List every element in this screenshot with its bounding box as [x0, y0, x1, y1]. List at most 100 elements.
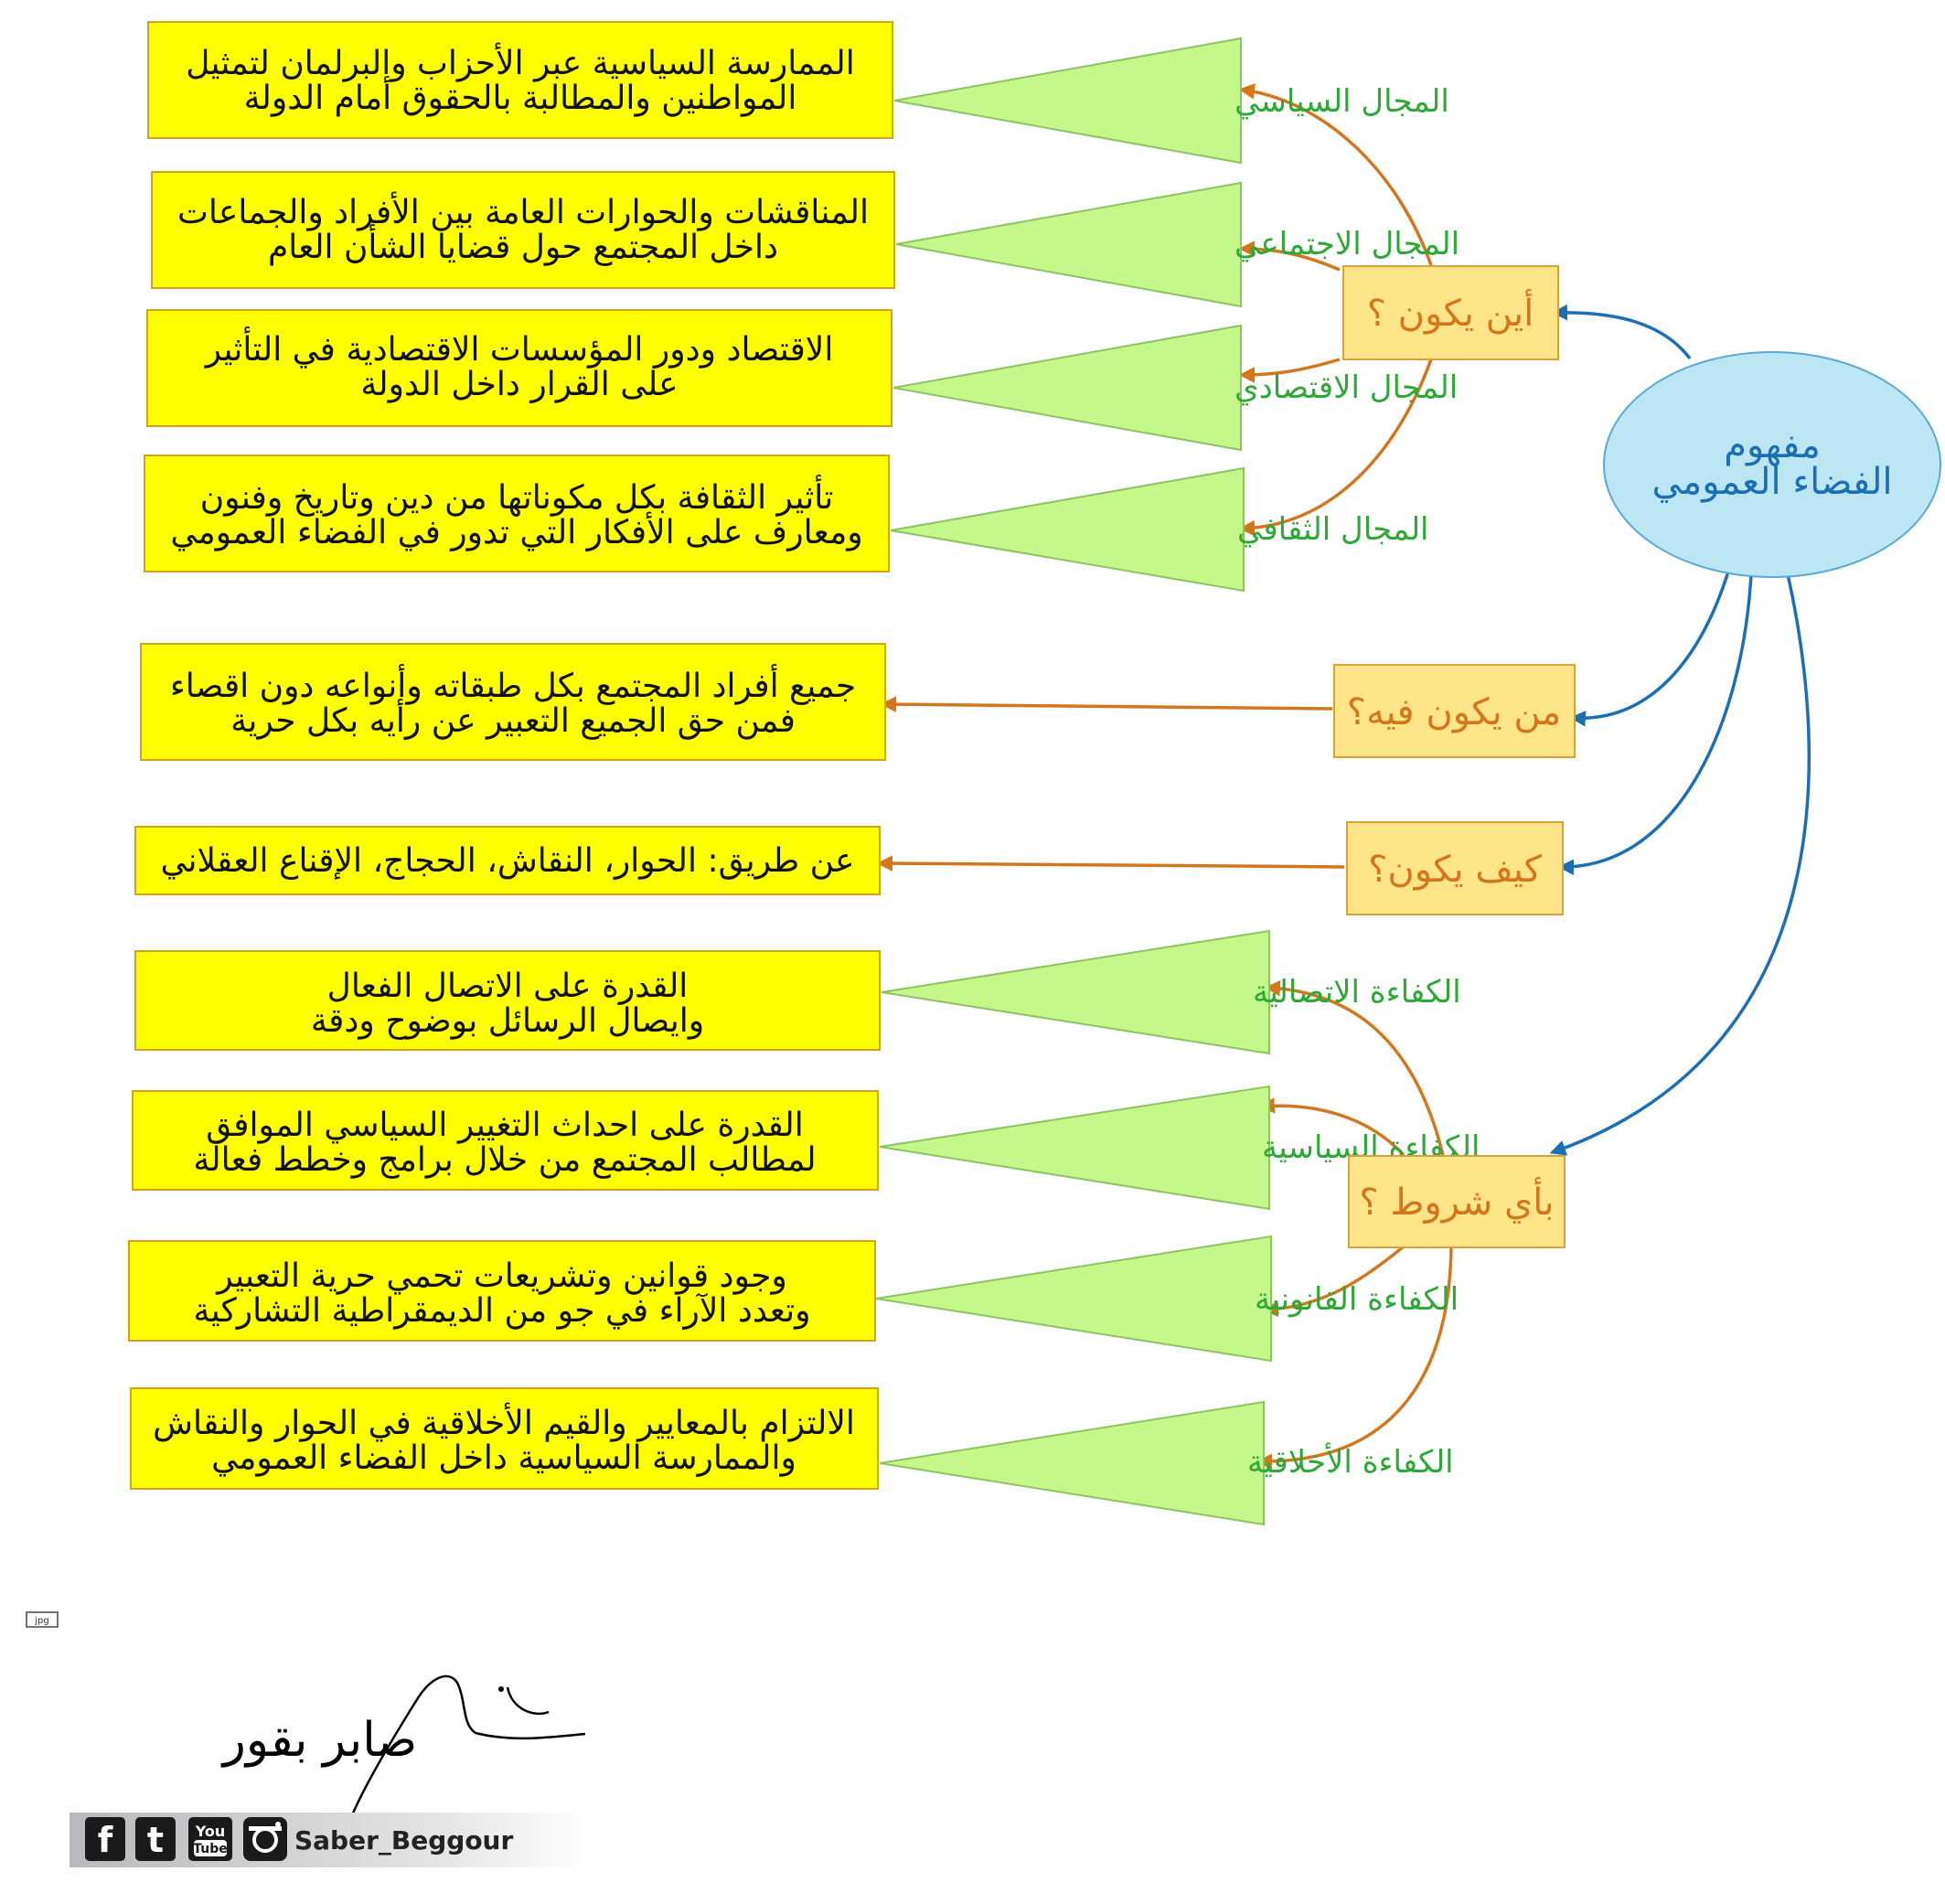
- arrow-where-to-social: [1238, 241, 1341, 272]
- domain-label: المجال الثقافي: [1237, 511, 1429, 548]
- center-concept: مفهوم الفضاء العمومي: [1603, 351, 1941, 578]
- domain-label: المجال الاجتماعي: [1234, 226, 1459, 262]
- youtube-icon[interactable]: You Tube: [188, 1817, 232, 1861]
- arrow-conditions-to-ethical: [1256, 1246, 1453, 1470]
- domain-cultural: تأثير الثقافة بكل مكوناتها من دين وتاريخ…: [144, 455, 1429, 593]
- domain-triangle: [893, 37, 1242, 165]
- domain-triangle: [892, 324, 1242, 452]
- svg-text:f: f: [98, 1820, 113, 1860]
- connectors: [876, 83, 1811, 1470]
- competency-label: الكفاءة الاتصالية: [1253, 974, 1461, 1011]
- arrow-center-to-how: [1557, 573, 1753, 875]
- competency-triangle: [879, 1085, 1270, 1211]
- domain-political: الممارسة السياسية عبر الأحزاب والبرلمان …: [147, 21, 1449, 165]
- question-how: كيف يكون؟: [1346, 821, 1564, 915]
- domain-economic: الاقتصاد ودور المؤسسات الاقتصادية في الت…: [146, 309, 1458, 452]
- arrow-where-to-cultural: [1238, 358, 1433, 537]
- arrow-where-to-political: [1238, 83, 1433, 266]
- description-line-1: وجود قوانين وتشريعات تحمي حرية التعبير: [215, 1257, 787, 1295]
- competency-triangle: [879, 1400, 1265, 1526]
- competency-triangle: [881, 929, 1270, 1055]
- description-line-2: المواطنين والمطالبة بالحقوق أمام الدولة: [244, 76, 797, 117]
- domain-social: المناقشات والحوارات العامة بين الأفراد و…: [151, 171, 1459, 308]
- description-line-2: والممارسة السياسية داخل الفضاء العمومي: [211, 1439, 796, 1477]
- question-box: [1333, 664, 1576, 758]
- competency-label: الكفاءة الأخلاقية: [1247, 1442, 1454, 1481]
- arrow-conditions-to-political: [1258, 1097, 1405, 1157]
- question-box: [1342, 265, 1559, 360]
- description-box: [151, 171, 895, 289]
- domain-label: المجال الاقتصادي: [1234, 369, 1458, 406]
- description-line-1: تأثير الثقافة بكل مكوناتها من دين وتاريخ…: [200, 475, 834, 517]
- question-label: كيف يكون؟: [1368, 849, 1543, 891]
- description-line-1: القدرة على الاتصال الفعال: [327, 968, 689, 1005]
- description-line-2: وايصال الرسائل بوضوح ودقة: [311, 1002, 704, 1040]
- social-handle: Saber_Beggour: [294, 1825, 513, 1856]
- competency-ethical: الالتزام بالمعايير والقيم الأخلاقية في ا…: [130, 1387, 1454, 1526]
- arrow-conditions-to-communication: [1264, 979, 1445, 1156]
- arrow-how-to-answer: [876, 855, 1345, 872]
- description-line-1: الاقتصاد ودور المؤسسات الاقتصادية في الت…: [204, 326, 834, 369]
- arrow-center-to-where: [1551, 304, 1692, 360]
- svg-text:You: You: [195, 1823, 226, 1840]
- question-conditions: بأي شروط ؟: [1348, 1155, 1566, 1248]
- competency-political: القدرة على احداث التغيير السياسي الموافق…: [132, 1085, 1480, 1211]
- description-line-2: لمطالب المجتمع من خلال برامج وخطط فعالة: [193, 1141, 816, 1179]
- instagram-icon[interactable]: [243, 1817, 287, 1861]
- social-bar: f t You Tube Saber_Beggour: [69, 1813, 591, 1867]
- description-line-2: فمن حق الجميع التعبير عن رأيه بكل حرية: [230, 699, 796, 740]
- description-line: عن طريق: الحوار، النقاش، الحجاج، الإقناع…: [160, 842, 854, 880]
- arrow-center-to-conditions: [1549, 573, 1811, 1156]
- question-label: بأي شروط ؟: [1359, 1177, 1554, 1224]
- center-ellipse: [1603, 351, 1941, 578]
- description-line-2: ومعارف على الأفكار التي تدور في الفضاء ا…: [170, 511, 862, 551]
- competency-communication: القدرة على الاتصال الفعال وايصال الرسائل…: [134, 929, 1461, 1055]
- signature-dot: [498, 1686, 504, 1692]
- center-line-1: مفهوم: [1724, 424, 1821, 466]
- question-where: أين يكون ؟: [1342, 265, 1559, 360]
- how-answer: عن طريق: الحوار، النقاش، الحجاج، الإقناع…: [134, 826, 881, 895]
- description-box: [134, 950, 881, 1051]
- svg-text:Tube: Tube: [193, 1842, 228, 1856]
- facebook-icon[interactable]: f: [85, 1817, 125, 1861]
- competency-triangle: [875, 1235, 1272, 1363]
- description-line-1: القدرة على احداث التغيير السياسي الموافق: [206, 1107, 803, 1144]
- description-box: [128, 1240, 876, 1342]
- signature-tail: [506, 1686, 550, 1716]
- question-box: [1348, 1155, 1566, 1248]
- domain-label: المجال السياسي: [1234, 83, 1449, 120]
- arrow-where-to-economic: [1238, 358, 1341, 383]
- description-line-1: جميع أفراد المجتمع بكل طبقاته وأنواعه دو…: [170, 664, 856, 705]
- jpg-badge: jpg: [26, 1611, 59, 1628]
- question-who: من يكون فيه؟: [1333, 664, 1576, 758]
- description-box: [146, 309, 892, 427]
- who-answer: جميع أفراد المجتمع بكل طبقاته وأنواعه دو…: [140, 643, 886, 761]
- jpg-badge-label: jpg: [34, 1616, 48, 1626]
- question-label: أين يكون ؟: [1367, 289, 1534, 335]
- competency-label: الكفاءة القانونية: [1255, 1281, 1459, 1318]
- tumblr-icon[interactable]: t: [135, 1817, 176, 1861]
- svg-text:t: t: [147, 1820, 164, 1860]
- arrow-who-to-answer: [880, 696, 1333, 712]
- question-box: [1346, 821, 1564, 915]
- description-box: [134, 826, 881, 895]
- description-box: [144, 455, 890, 572]
- description-box: [147, 21, 893, 139]
- description-line-2: وتعدد الآراء في جو من الديمقراطية التشار…: [193, 1292, 810, 1330]
- description-box: [130, 1387, 879, 1490]
- signature-stroke: [350, 1674, 586, 1816]
- description-line-1: المناقشات والحوارات العامة بين الأفراد و…: [177, 191, 869, 231]
- center-line-2: الفضاء العمومي: [1651, 461, 1892, 503]
- description-box: [140, 643, 886, 761]
- signature: صابر بقور: [220, 1674, 586, 1816]
- question-label: من يكون فيه؟: [1347, 691, 1561, 733]
- arrow-conditions-to-legal: [1262, 1245, 1405, 1318]
- signature-text: صابر بقور: [220, 1713, 417, 1768]
- description-line-1: الممارسة السياسية عبر الأحزاب والبرلمان …: [186, 42, 855, 82]
- description-line-1: الالتزام بالمعايير والقيم الأخلاقية في ا…: [153, 1402, 855, 1442]
- arrow-center-to-who: [1569, 571, 1730, 727]
- domain-triangle: [890, 466, 1245, 593]
- description-line-2: داخل المجتمع حول قضايا الشأن العام: [268, 224, 778, 266]
- competency-legal: وجود قوانين وتشريعات تحمي حرية التعبير و…: [128, 1235, 1459, 1363]
